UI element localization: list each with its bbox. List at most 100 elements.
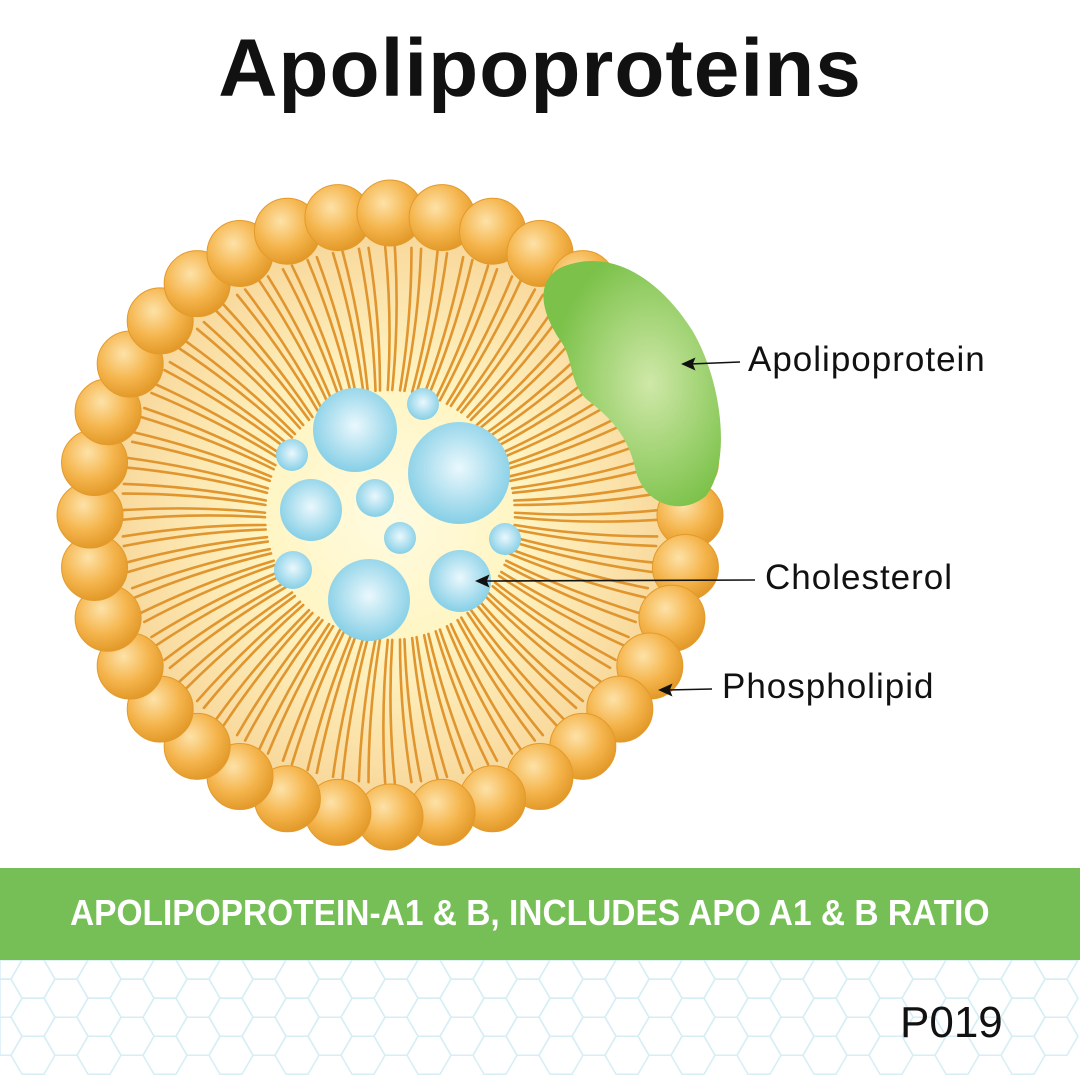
cholesterol-molecule (489, 523, 521, 555)
hexagon-cell (241, 1016, 287, 1057)
hexagon-cell (109, 1016, 155, 1057)
cholesterol-molecule (429, 550, 491, 612)
hexagon-cell (175, 978, 221, 1018)
phospholipid-tail (507, 552, 647, 599)
cholesterol-molecule (384, 522, 416, 554)
label-cholesterol: Cholesterol (765, 558, 954, 597)
phospholipid-tail (222, 303, 314, 419)
phospholipid-tail (290, 630, 346, 766)
hexagon-cell (1000, 1035, 1046, 1076)
hexagon-cell (43, 1016, 89, 1057)
hexagon-cell (10, 1035, 56, 1076)
cholesterol-arrow (483, 579, 756, 582)
phospholipid-tail (184, 594, 297, 691)
phospholipid-tail (403, 247, 423, 393)
hexagon-cell (934, 960, 980, 999)
phospholipid-tail (427, 632, 474, 772)
phospholipid-tail (331, 635, 365, 779)
hexagon-cell (472, 1035, 518, 1076)
phospholipid-tail (266, 275, 335, 406)
hexagon-cell (637, 978, 683, 1018)
hexagon-cell (142, 997, 188, 1037)
phospholipid-tail (214, 608, 311, 721)
phospholipid-tail (415, 635, 449, 779)
phospholipid-tail (493, 581, 617, 662)
hexagon-cell (439, 1016, 485, 1057)
phospholipid-tail (124, 466, 269, 495)
phospholipid-tail (512, 482, 658, 502)
phospholipid-tail (491, 585, 612, 670)
phospholipid-tail (390, 245, 398, 392)
hexagon-cell (472, 997, 518, 1037)
phospholipid-tail (331, 251, 365, 395)
hexagon-cell (802, 1035, 848, 1076)
hexagon-cell (571, 960, 617, 980)
page-title: Apolipoproteins (218, 23, 862, 114)
cholesterol-molecule (276, 439, 308, 471)
hexagon-cell (109, 978, 155, 1018)
hexagon-cell (736, 960, 782, 999)
phospholipid-tail (243, 288, 324, 412)
phospholipid-tail (258, 622, 331, 751)
cholesterol-molecule (280, 479, 342, 541)
hexagon-cell (1000, 960, 1046, 999)
phospholipid-tail (202, 603, 305, 710)
phospholipid-tail (315, 633, 358, 775)
cholesterol-molecule (274, 551, 312, 589)
phospholipid-tail (389, 638, 397, 785)
phospholipid-tail (122, 528, 268, 548)
phospholipid-tail (341, 636, 370, 781)
label-phospholipid: Phospholipid (722, 667, 935, 706)
hexagon-cell (307, 1016, 353, 1057)
hexagon-cell (175, 1016, 221, 1057)
hexagon-cell (241, 960, 287, 980)
hexagon-cell (10, 960, 56, 999)
hexagon-cell (76, 997, 122, 1037)
hexagon-cell (373, 978, 419, 1018)
hexagon-cell (340, 1035, 386, 1076)
phospholipid-tail (357, 637, 377, 783)
phospholipid-tail (513, 523, 659, 538)
phospholipid-tail (513, 492, 659, 507)
phospholipid-tail (306, 632, 353, 772)
phospholipid-tail (126, 540, 270, 574)
label-apolipoprotein: Apolipoprotein (748, 340, 986, 379)
phospholipid-tail (427, 258, 474, 398)
phospholipid-tail (202, 320, 305, 427)
hexagon-cell (571, 978, 617, 1018)
phospholipid-tail (150, 570, 281, 639)
phospholipid-tail (168, 360, 289, 445)
hexagon-cell (142, 960, 188, 999)
phospholipid-tail (121, 492, 267, 507)
phospholipid-tail (130, 440, 272, 483)
phospholipid-tail (214, 309, 311, 422)
hexagon-background-pattern (0, 960, 1079, 1076)
hexagon-cell (307, 978, 353, 1018)
phospholipid-tail (122, 482, 268, 502)
phospholipid-tail (124, 535, 269, 564)
hexagon-cell (307, 960, 353, 980)
hexagon-cell (802, 960, 848, 999)
hexagon-cell (901, 960, 947, 980)
phospholipid-tail (398, 638, 413, 784)
phospholipid-tail (434, 630, 490, 766)
cholesterol-molecule (356, 479, 394, 517)
phospholipid-tail (178, 347, 294, 439)
phospholipid-tail (163, 368, 287, 449)
hexagon-cell (0, 1016, 23, 1057)
hexagon-cell (241, 978, 287, 1018)
phospholipid-tail (258, 279, 331, 408)
phospholipid-tail (410, 249, 439, 394)
phospholipid-tail (503, 563, 638, 624)
hexagon-cell (43, 960, 89, 980)
phospholipid-tail (415, 251, 449, 395)
hexagon-cell (208, 997, 254, 1037)
hexagon-cell (208, 960, 254, 999)
phospholipid-tail (513, 515, 660, 523)
phospholipid-tail (357, 247, 377, 393)
hexagon-cell (835, 960, 881, 980)
hexagon-cell (472, 960, 518, 999)
phospholipid-tail (469, 608, 566, 721)
phospholipid-tail (478, 600, 585, 703)
phospholipid-tail (306, 258, 353, 398)
